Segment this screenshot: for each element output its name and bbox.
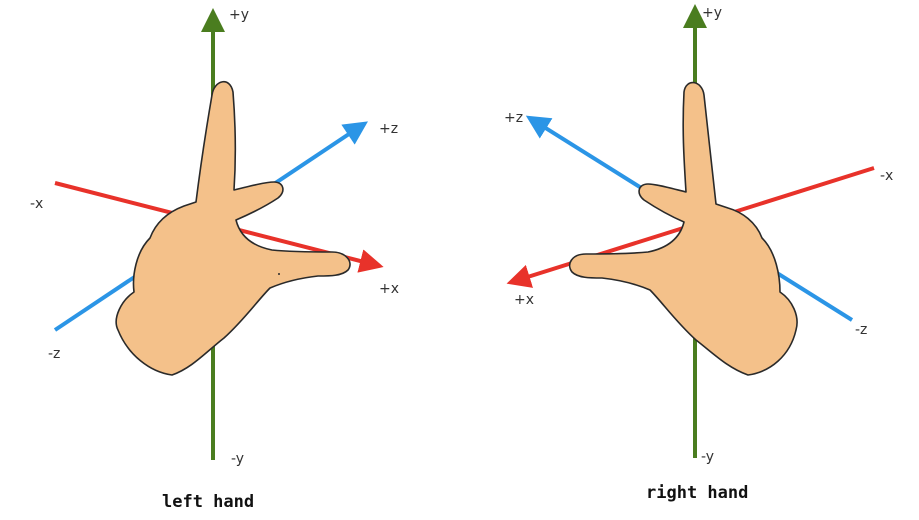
left-label-neg-y: -y bbox=[231, 451, 244, 467]
left-label-pos-z: +z bbox=[379, 121, 398, 137]
right-label-neg-z: -z bbox=[855, 322, 867, 338]
left-label-pos-y: +y bbox=[229, 7, 249, 23]
right-label-neg-x: -x bbox=[880, 168, 893, 184]
right-label-pos-y: +y bbox=[702, 5, 722, 21]
left-hand-caption: left hand bbox=[162, 492, 254, 512]
left-hand-mark bbox=[278, 273, 280, 275]
right-label-pos-z: +z bbox=[504, 110, 523, 126]
left-hand-panel: +y -y +x -x +z -z left hand bbox=[30, 7, 399, 512]
right-label-neg-y: -y bbox=[701, 449, 714, 465]
left-label-neg-x: -x bbox=[30, 196, 43, 212]
left-label-pos-x: +x bbox=[379, 281, 399, 297]
left-hand-icon bbox=[115, 81, 351, 376]
right-hand-icon bbox=[568, 81, 798, 376]
right-hand-panel: +y -y +x -x +z -z right hand bbox=[504, 4, 893, 503]
right-label-pos-x: +x bbox=[514, 292, 534, 308]
right-hand-caption: right hand bbox=[646, 483, 748, 503]
left-label-neg-z: -z bbox=[48, 346, 60, 362]
